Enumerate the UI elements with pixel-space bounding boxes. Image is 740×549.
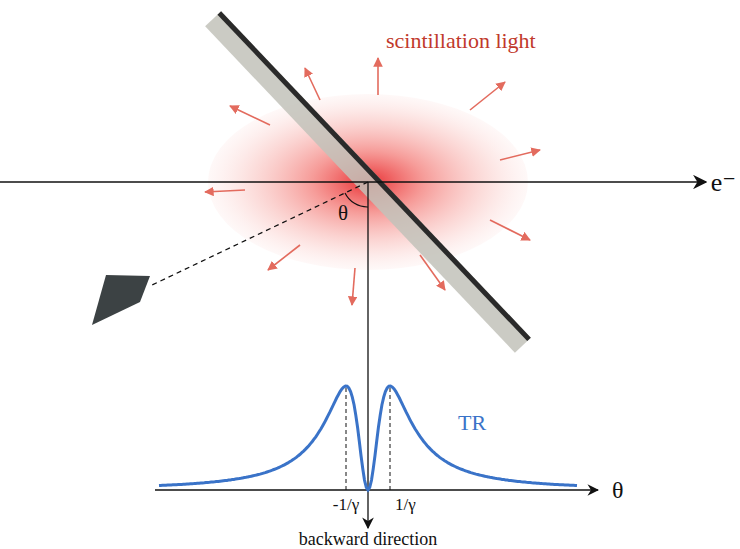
backward-axis xyxy=(367,182,368,528)
theta-axis xyxy=(155,489,598,490)
detector-line xyxy=(150,182,368,286)
peak-mark xyxy=(390,388,391,490)
angle-label: θ xyxy=(338,203,348,224)
tick-label: 1/γ xyxy=(395,496,416,513)
particle-label: e⁻ xyxy=(711,170,736,196)
beam-axis xyxy=(0,181,706,183)
axis-label: θ xyxy=(612,478,624,502)
angle-arc xyxy=(345,193,368,207)
peak-mark xyxy=(346,388,347,490)
label: scintillation light xyxy=(386,30,536,52)
tick-label: -1/γ xyxy=(333,496,359,513)
caption-label: backward direction xyxy=(299,530,437,548)
detector-horn xyxy=(92,275,150,325)
curve-label: TR xyxy=(458,412,486,434)
tr-curve xyxy=(159,386,577,490)
